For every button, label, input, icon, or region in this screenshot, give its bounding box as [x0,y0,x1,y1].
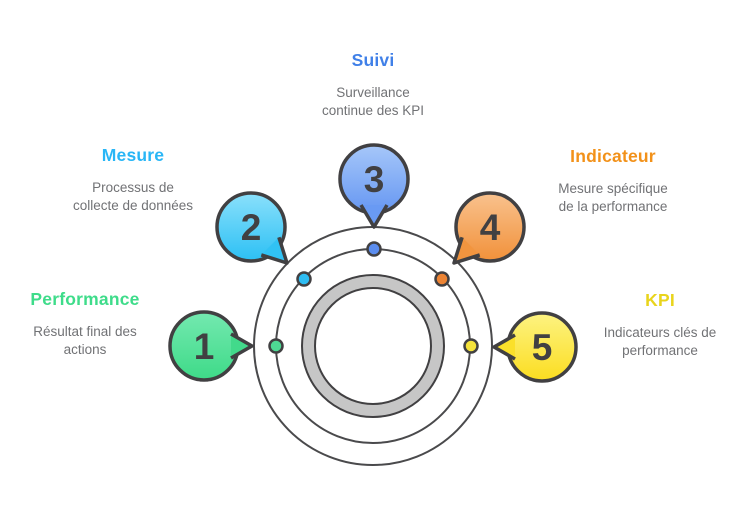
step-description-line: Résultat final des [33,324,137,339]
step-description-line: collecte de données [72,198,194,213]
step-title: Indicateur [570,146,656,166]
step-description: Surveillance continue des KPI [263,84,483,120]
step-bubble-5: 5 [492,311,578,383]
step-description-line: de la performance [558,199,668,214]
orbit-dot-suivi [366,241,382,257]
step-title: KPI [645,290,675,310]
orbit-dot-mesure [296,271,312,287]
bubble-tail-5 [492,333,516,361]
bubble-tail-4 [452,236,481,265]
step-label-performance: Performance Résultat final des actions [0,289,195,359]
step-description-line: actions [63,342,107,357]
step-number-1: 1 [194,326,215,367]
step-number-3: 3 [364,159,385,200]
step-label-mesure: Mesure Processus de collecte de données [23,145,243,215]
step-bubble-4: 4 [452,191,526,265]
step-title: Performance [30,289,140,309]
step-description: Résultat final des actions [0,323,195,359]
step-description-line: Mesure spécifique [558,181,668,196]
center-ring [303,276,443,416]
orbit-dot-kpi [463,338,479,354]
step-description: Indicateurs clés de performance [550,324,752,360]
bubble-circle-4 [454,191,526,263]
step-number-5: 5 [532,327,553,368]
step-label-indicateur: Indicateur Mesure spécifique de la perfo… [503,146,723,216]
step-title: Mesure [101,145,165,165]
step-number-2: 2 [241,207,262,248]
step-description-line: Indicateurs clés de [603,325,717,340]
orbit-dot-indicateur [434,271,450,287]
step-label-suivi: Suivi Surveillance continue des KPI [263,50,483,120]
bubble-tail-3 [359,204,389,229]
step-number-4: 4 [480,207,501,248]
step-description: Processus de collecte de données [23,179,243,215]
step-bubble-1: 1 [168,310,254,382]
bubble-tail-1 [230,332,254,360]
orbit-dot-performance [268,338,284,354]
step-bubble-3: 3 [338,143,410,229]
bubble-tail-2 [260,236,289,265]
step-title: Suivi [351,50,395,70]
step-description-line: Processus de [92,180,174,195]
bubble-circle-2 [215,191,287,263]
step-description-line: Surveillance [336,85,410,100]
step-description-line: continue des KPI [321,103,425,118]
step-label-kpi: KPI Indicateurs clés de performance [550,290,752,360]
step-bubble-2: 2 [215,191,289,265]
step-description-line: performance [622,343,698,358]
step-description: Mesure spécifique de la performance [503,180,723,216]
